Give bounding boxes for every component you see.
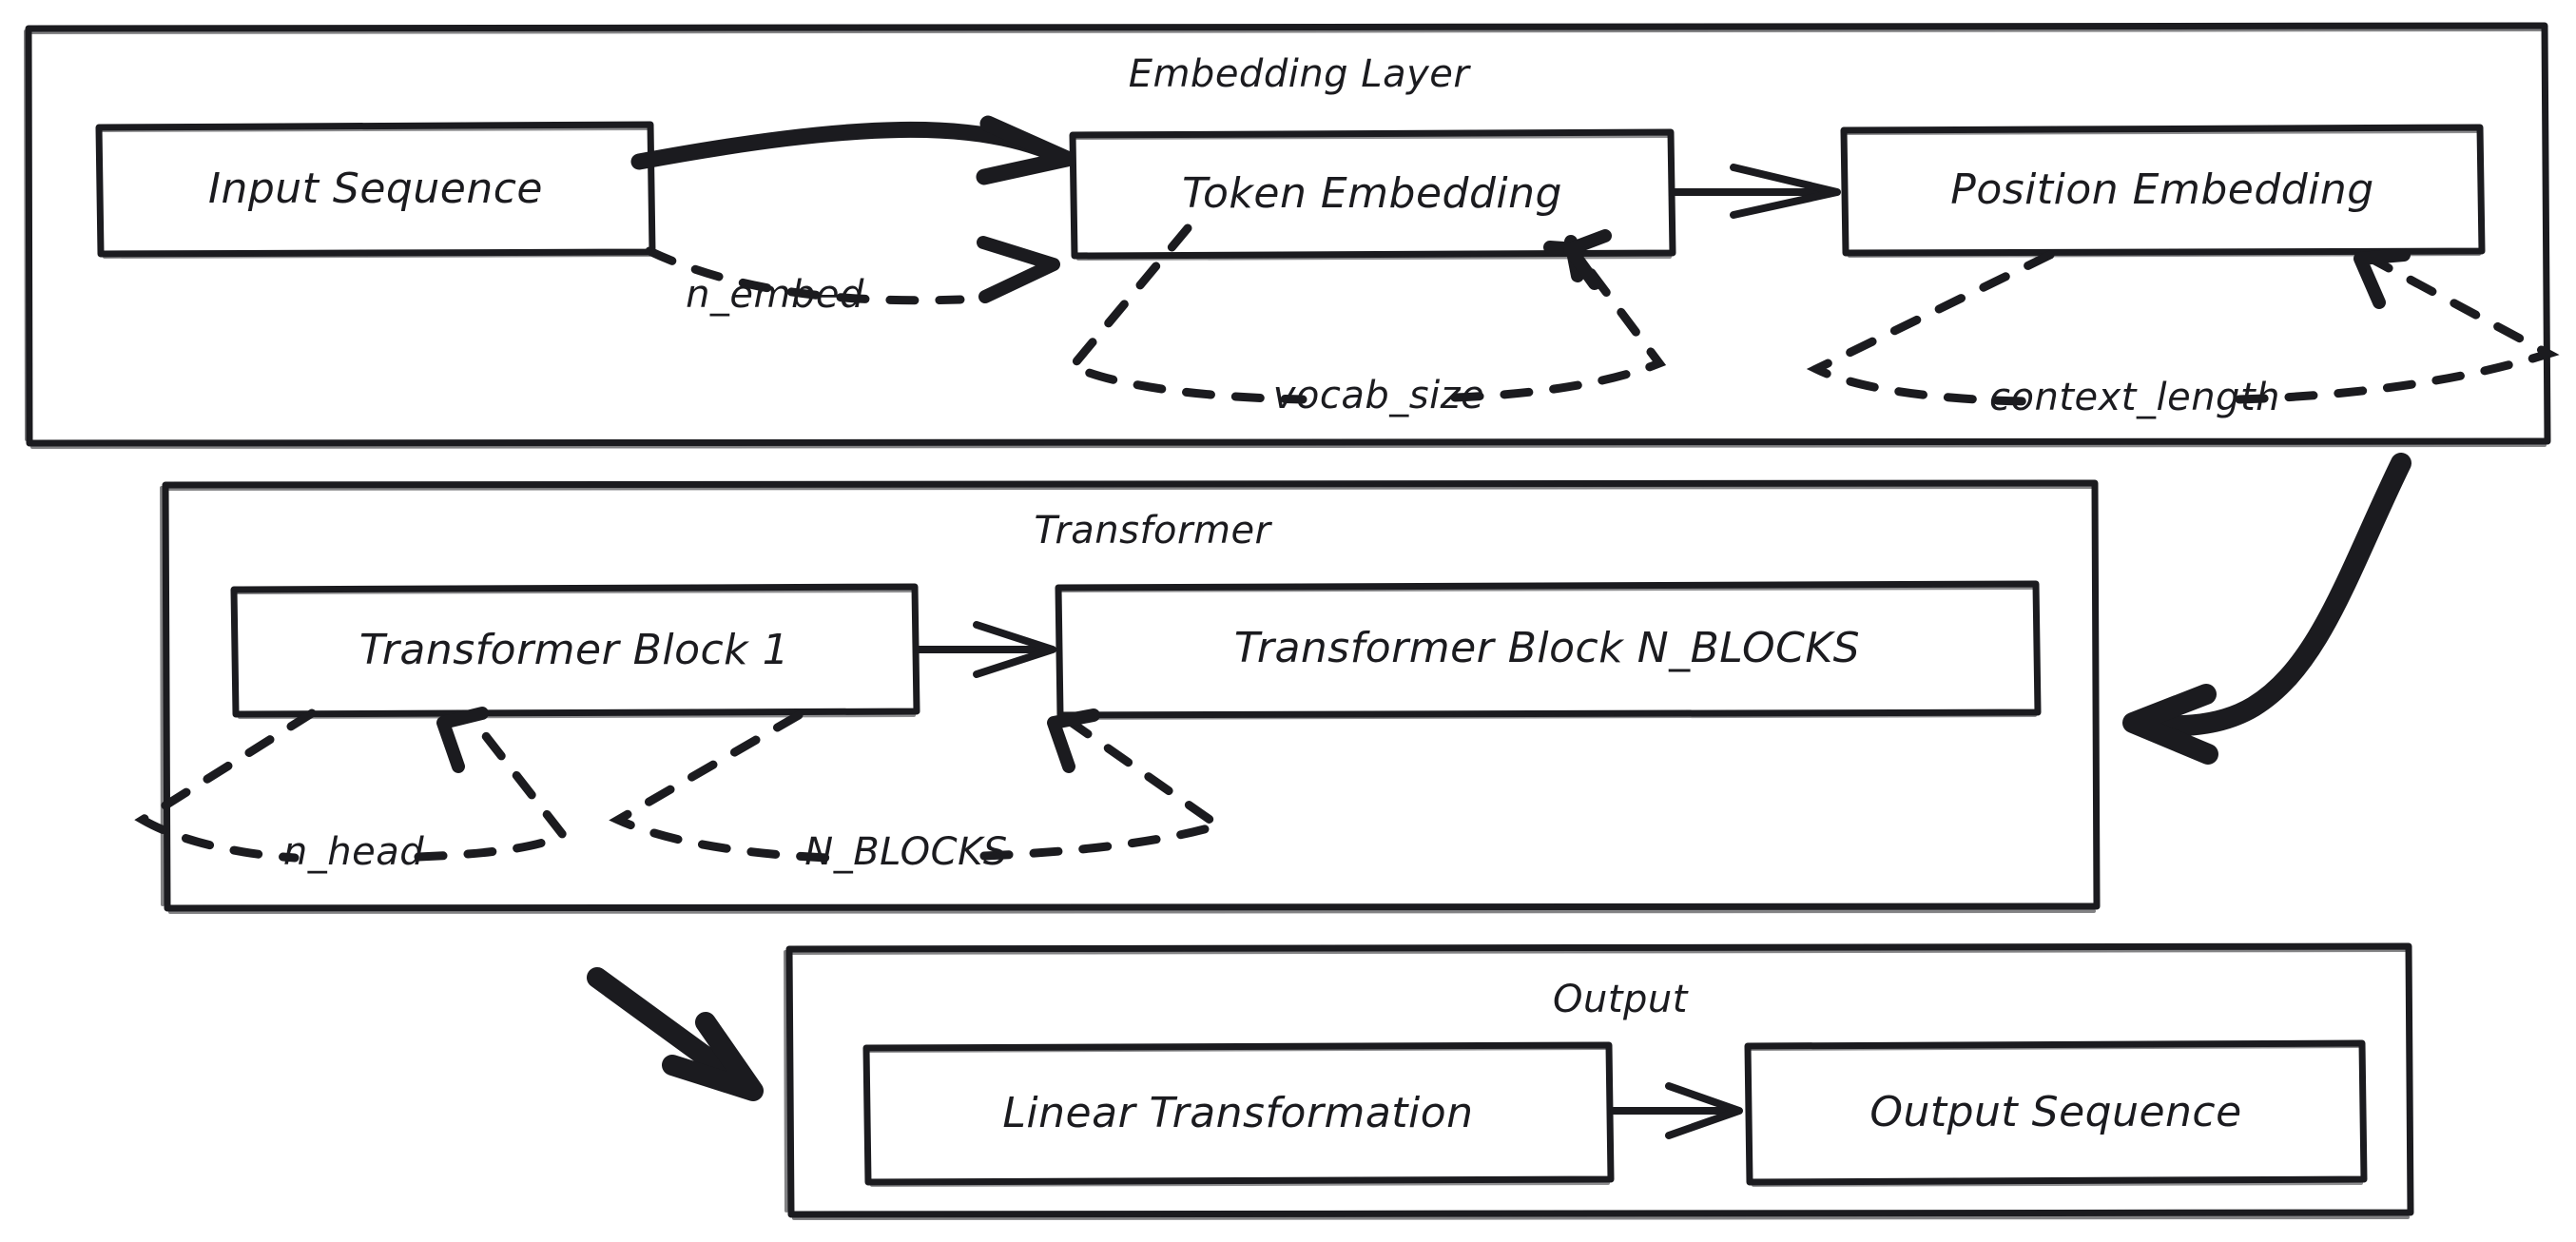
edge-input-to-token-head — [976, 115, 1075, 185]
edge-token-to-position-head — [1730, 164, 1841, 219]
edge-embedding-to-transformer-curve — [2129, 453, 2411, 737]
output-sequence-box-sketch — [1750, 1044, 2363, 1187]
edge-context-length-line-right — [2235, 250, 2560, 404]
transformer-block-1-box — [230, 583, 920, 718]
edge-linear-to-output-head — [1665, 1082, 1743, 1139]
edge-n-blocks: N_BLOCKS — [609, 708, 1229, 874]
embedding-layer-title: Embedding Layer — [1129, 52, 1472, 96]
embedding-layer-container — [25, 22, 2551, 447]
linear-transformation-box — [862, 1041, 1615, 1186]
transformer-block-n-label: Transformer Block N_BLOCKS — [1234, 624, 1860, 672]
edge-token-to-position — [1670, 164, 1841, 219]
linear-transformation-label: Linear Transformation — [1002, 1089, 1473, 1137]
transformer-container — [162, 479, 2101, 912]
token-embedding-box — [1069, 128, 1676, 260]
edge-vocab-size-label: vocab_size — [1273, 374, 1485, 417]
transformer-title: Transformer — [1035, 509, 1273, 553]
position-embedding-box — [1840, 124, 2486, 257]
edge-n-head-line-right — [414, 718, 570, 862]
output-sequence-box — [1744, 1039, 2368, 1186]
edge-context-length-line — [1806, 250, 2055, 406]
edge-n-embed: n_embed — [645, 236, 1060, 317]
linear-transformation-box-sketch — [868, 1046, 1610, 1187]
edge-n-blocks-line — [609, 710, 832, 863]
edge-context-length-label: context_length — [1989, 376, 2280, 419]
edge-n-embed-line — [645, 246, 965, 305]
edge-vocab-size: vocab_size — [1065, 223, 1667, 417]
edge-n-blocks-line-right — [979, 713, 1229, 861]
edge-n-blocks-head — [1047, 708, 1100, 773]
group-transformer: Transformer — [160, 479, 2101, 914]
transformer-block-1-label: Transformer Block 1 — [359, 626, 789, 674]
edge-input-to-token — [630, 115, 1075, 185]
token-embedding-label: Token Embedding — [1182, 169, 1562, 218]
node-linear-transformation[interactable]: Linear Transformation — [862, 1041, 1615, 1187]
node-input-sequence[interactable]: Input Sequence — [95, 121, 656, 259]
output-title: Output — [1553, 978, 1689, 1021]
embedding-layer-container-sketch — [24, 28, 2548, 449]
edge-block1-to-blockn — [915, 621, 1056, 678]
output-sequence-label: Output Sequence — [1869, 1088, 2241, 1136]
edge-vocab-size-line-right — [1450, 238, 1667, 402]
node-transformer-block-n[interactable]: Transformer Block N_BLOCKS — [1055, 580, 2042, 720]
edge-context-length-head — [2353, 248, 2411, 309]
edge-block1-to-blockn-head — [973, 621, 1056, 678]
transformer-container-sketch — [160, 485, 2098, 914]
node-output-sequence[interactable]: Output Sequence — [1744, 1039, 2368, 1187]
edge-n-blocks-label: N_BLOCKS — [804, 830, 1007, 874]
input-sequence-label: Input Sequence — [208, 165, 543, 213]
edge-n-embed-head — [977, 236, 1060, 303]
edge-vocab-size-line — [1065, 223, 1307, 404]
edge-n-head: n_head — [134, 707, 570, 874]
edge-n-head-label: n_head — [283, 830, 424, 874]
edge-context-length: context_length — [1806, 248, 2560, 419]
input-sequence-box-sketch — [101, 126, 651, 259]
group-embedding-layer: Embedding Layer — [24, 22, 2551, 449]
node-transformer-block-1[interactable]: Transformer Block 1 — [230, 583, 920, 719]
transformer-block-n-box-sketch — [1060, 586, 2037, 720]
edge-transformer-to-output-head — [662, 1012, 764, 1101]
edge-linear-to-output — [1610, 1082, 1743, 1139]
edge-vocab-size-head-v — [1563, 229, 1612, 290]
edge-n-embed-label: n_embed — [686, 273, 864, 317]
transformer-block-n-box — [1055, 580, 2042, 719]
output-container-sketch — [784, 948, 2411, 1220]
output-container — [785, 942, 2414, 1218]
edge-transformer-to-output — [587, 967, 764, 1101]
edge-n-head-head — [436, 707, 489, 773]
position-embedding-label: Position Embedding — [1950, 165, 2373, 214]
group-output: Output — [784, 942, 2414, 1220]
node-position-embedding[interactable]: Position Embedding — [1840, 124, 2486, 258]
edge-embedding-to-transformer-head — [2122, 684, 2218, 765]
edge-embedding-to-transformer — [2122, 453, 2411, 765]
edge-n-head-line — [134, 708, 317, 863]
